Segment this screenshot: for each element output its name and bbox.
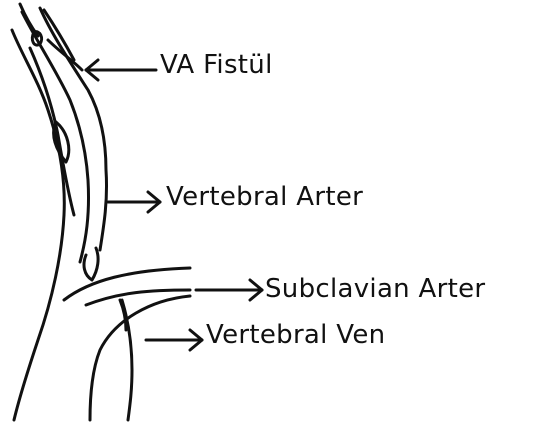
label-subclavian-arter: Subclavian Arter — [265, 276, 485, 302]
label-va-fistul: VA Fistül — [160, 52, 273, 78]
vessel-strand-top-2 — [20, 4, 38, 36]
label-vertebral-arter: Vertebral Arter — [166, 184, 363, 210]
vertebral-branch — [84, 248, 98, 280]
vertebral-vein-left-wall — [12, 30, 64, 420]
subclavian-arch-outer — [90, 296, 190, 420]
label-vertebral-ven: Vertebral Ven — [206, 322, 385, 348]
vessel-strand-top-1 — [44, 10, 74, 60]
vertebral-vein-inner-wall — [30, 48, 74, 215]
